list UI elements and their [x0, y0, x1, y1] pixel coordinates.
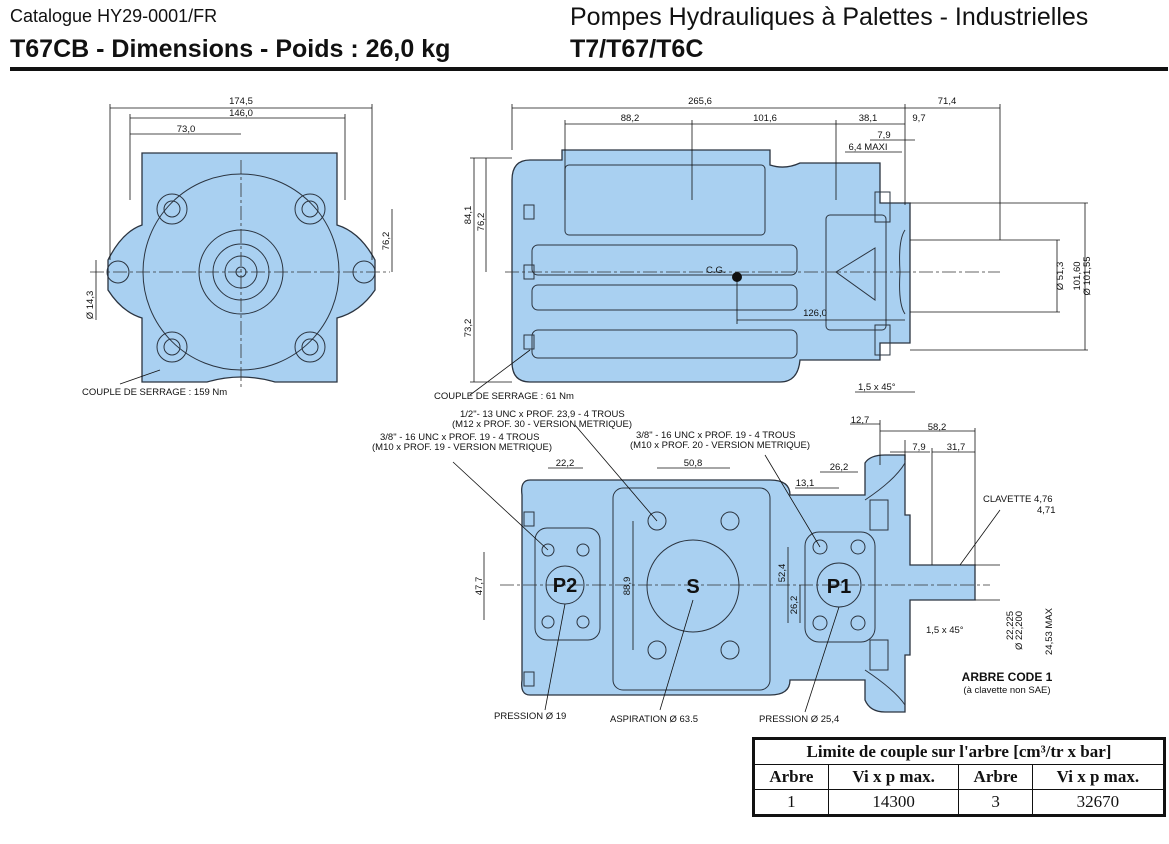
key-dim-2: 4,71 [1037, 505, 1056, 516]
dim-6-4-maxi: 6,4 MAXI [848, 142, 887, 153]
key-dim-1: CLAVETTE 4,76 [983, 494, 1053, 505]
header-rule [10, 67, 1168, 71]
bottom-view: 1/2"- 13 UNC x PROF. 23,9 - 4 TROUS (M12… [372, 409, 1056, 725]
note-p2-thread: 3/8" - 16 UNC x PROF. 19 - 4 TROUS [380, 432, 539, 443]
dim-58-2: 58,2 [928, 422, 947, 433]
shaft-dia-2: Ø 22,200 [1014, 611, 1025, 650]
dim-12-7: 12,7 [851, 415, 870, 426]
dim-265-6: 265,6 [688, 96, 712, 107]
table-cell: 14300 [827, 789, 960, 816]
dim-47-7: 47,7 [474, 577, 485, 596]
dim-50-8: 50,8 [684, 458, 703, 469]
dim-101-55: Ø 101,55 [1082, 256, 1093, 295]
front-torque-note: COUPLE DE SERRAGE : 159 Nm [82, 387, 227, 398]
cg-label: C.G. [706, 265, 726, 276]
side-torque-note: COUPLE DE SERRAGE : 61 Nm [434, 391, 574, 402]
dim-9-7: 9,7 [912, 113, 925, 124]
dim-31-7: 31,7 [947, 442, 966, 453]
dim-146-0: 146,0 [229, 108, 253, 119]
shaft-dia-1: 22,225 [1005, 611, 1016, 640]
dim-76-2-side: 76,2 [476, 213, 487, 232]
dim-26-2-top: 26,2 [830, 462, 849, 473]
series-title: Pompes Hydrauliques à Palettes - Industr… [570, 3, 1089, 31]
dim-101-6: 101,6 [753, 113, 777, 124]
shaft-code: ARBRE CODE 1 [962, 670, 1053, 684]
dim-88-2: 88,2 [621, 113, 640, 124]
dim-174-5: 174,5 [229, 96, 253, 107]
shaft-note: (à clavette non SAE) [963, 685, 1050, 696]
note-p1-thread: 3/8" - 16 UNC x PROF. 19 - 4 TROUS [636, 430, 795, 441]
table-cell: 32670 [1031, 789, 1166, 816]
dim-71-4: 71,4 [938, 96, 957, 107]
front-view: 174,5 146,0 73,0 76,2 Ø 14,3 COUPLE DE S… [82, 96, 393, 398]
dim-88-9: 88,9 [622, 577, 633, 596]
dim-13-1: 13,1 [796, 478, 815, 489]
dim-26-2-side: 26,2 [789, 596, 800, 615]
dim-76-2: 76,2 [381, 232, 392, 251]
dim-22-2: 22,2 [556, 458, 575, 469]
page-title: T67CB - Dimensions - Poids : 26,0 kg [10, 35, 451, 63]
table-header: Arbre [753, 764, 829, 790]
note-s-thread: 1/2"- 13 UNC x PROF. 23,9 - 4 TROUS [460, 409, 625, 420]
table-header: Arbre [958, 764, 1033, 790]
table-title: Limite de couple sur l'arbre [cm³/tr x b… [753, 738, 1165, 765]
table-cell: 1 [753, 789, 829, 816]
note-s-metric: (M12 x PROF. 30 - VERSION METRIQUE) [452, 419, 632, 430]
aspiration-s: ASPIRATION Ø 63.5 [610, 714, 698, 725]
dim-51-3: Ø 51,3 [1055, 262, 1066, 291]
series-models: T7/T67/T6C [570, 35, 704, 63]
dim-73-2: 73,2 [463, 319, 474, 338]
table-header: Vi x p max. [827, 764, 960, 790]
dim-101-60: 101,60 [1072, 261, 1083, 290]
port-s-label: S [686, 576, 699, 598]
side-view: 265,6 88,2 101,6 38,1 9,7 71,4 7,9 6,4 M… [434, 96, 1093, 402]
dim-7-9: 7,9 [877, 130, 890, 141]
dim-84-1: 84,1 [463, 206, 474, 225]
table-header: Vi x p max. [1031, 764, 1166, 790]
dim-38-1: 38,1 [859, 113, 878, 124]
note-p1-metric: (M10 x PROF. 20 - VERSION METRIQUE) [630, 440, 810, 451]
dim-14-3: Ø 14,3 [85, 291, 96, 320]
catalogue-ref: Catalogue HY29-0001/FR [10, 6, 218, 26]
port-p1-label: P1 [827, 576, 851, 598]
pression-p2: PRESSION Ø 19 [494, 711, 566, 722]
table-row: 1 14300 3 32670 [753, 789, 1166, 816]
note-p2-metric: (M10 x PROF. 19 - VERSION METRIQUE) [372, 442, 552, 453]
shaft-chamfer: 1,5 x 45° [926, 625, 964, 636]
dim-52-4: 52,4 [777, 564, 788, 583]
dim-73-0: 73,0 [177, 124, 196, 135]
dim-7-9-bottom: 7,9 [912, 442, 925, 453]
port-p2-label: P2 [553, 575, 577, 597]
side-chamfer: 1,5 x 45° [858, 382, 896, 393]
shaft-max: 24,53 MAX [1044, 607, 1055, 655]
dim-126-0: 126,0 [803, 308, 827, 319]
pression-p1: PRESSION Ø 25,4 [759, 714, 839, 725]
torque-limit-table: Limite de couple sur l'arbre [cm³/tr x b… [752, 737, 1166, 817]
table-cell: 3 [958, 789, 1033, 816]
